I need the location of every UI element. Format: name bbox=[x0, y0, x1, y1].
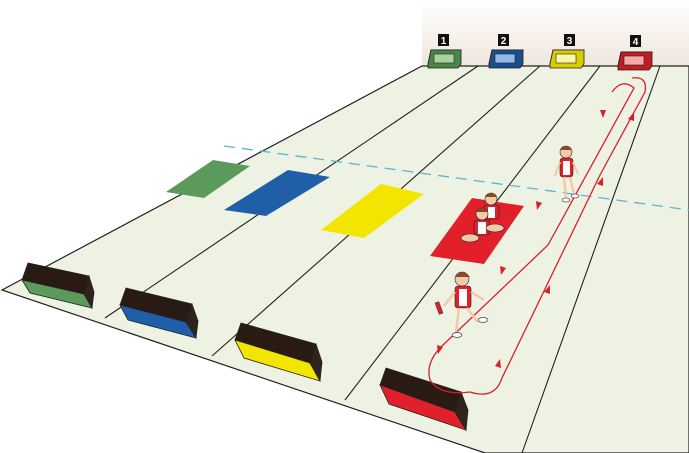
lane-number: 1 bbox=[441, 36, 447, 47]
lane-number: 3 bbox=[567, 36, 573, 47]
lane-number: 2 bbox=[501, 36, 507, 47]
floor bbox=[2, 66, 689, 453]
lane-number: 4 bbox=[633, 37, 639, 48]
